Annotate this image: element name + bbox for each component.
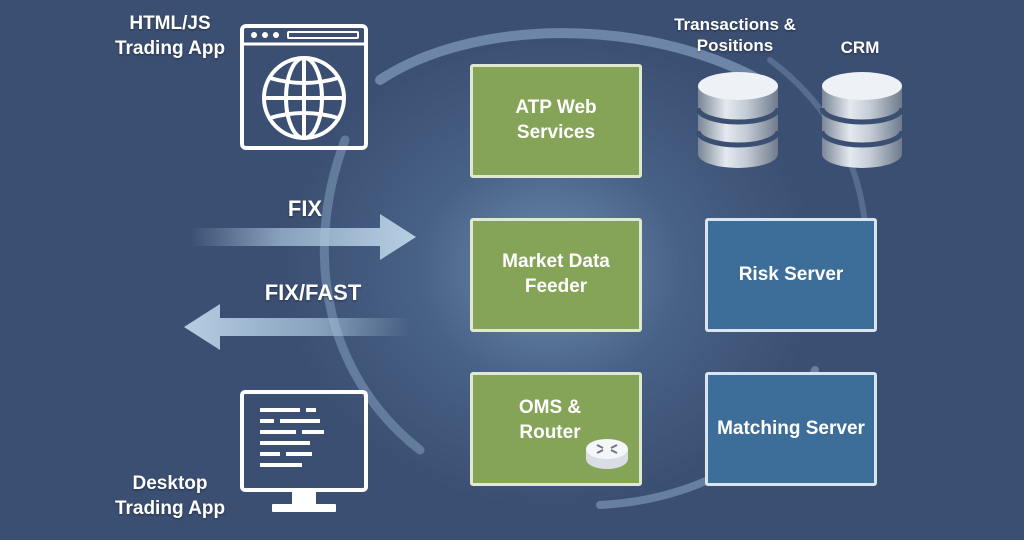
oms-router-box: OMS & Router [470,372,642,486]
risk-server-box: Risk Server [705,218,877,332]
fix-arrow-right-icon [190,214,416,260]
matching-server-box: Matching Server [705,372,877,486]
fix-fast-protocol-label: FIX/FAST [264,280,362,305]
atp-web-services-box: ATP Web Services [470,64,642,178]
desktop-trading-app-label: Desktop Trading App [114,473,226,519]
market-data-feeder-label: Market Data Feeder [502,251,610,297]
desktop-monitor-icon [240,390,368,512]
crm-label: CRM [840,38,880,57]
fix-protocol-label: FIX [287,196,323,221]
atp-web-services-label: ATP Web Services [515,97,597,143]
browser-globe-icon [240,24,368,150]
oms-router-label: OMS & Router [518,397,582,443]
web-trading-app-label: HTML/JS Trading App [114,13,226,59]
fix-fast-arrow-left-icon [184,304,410,350]
crm-database-icon [819,72,905,168]
risk-server-label: Risk Server [738,263,844,285]
transactions-database-icon [695,72,781,168]
transactions-positions-label: Transactions & Positions [674,15,796,56]
router-icon [586,439,628,469]
matching-server-label: Matching Server [717,417,865,439]
market-data-feeder-box: Market Data Feeder [470,218,642,332]
